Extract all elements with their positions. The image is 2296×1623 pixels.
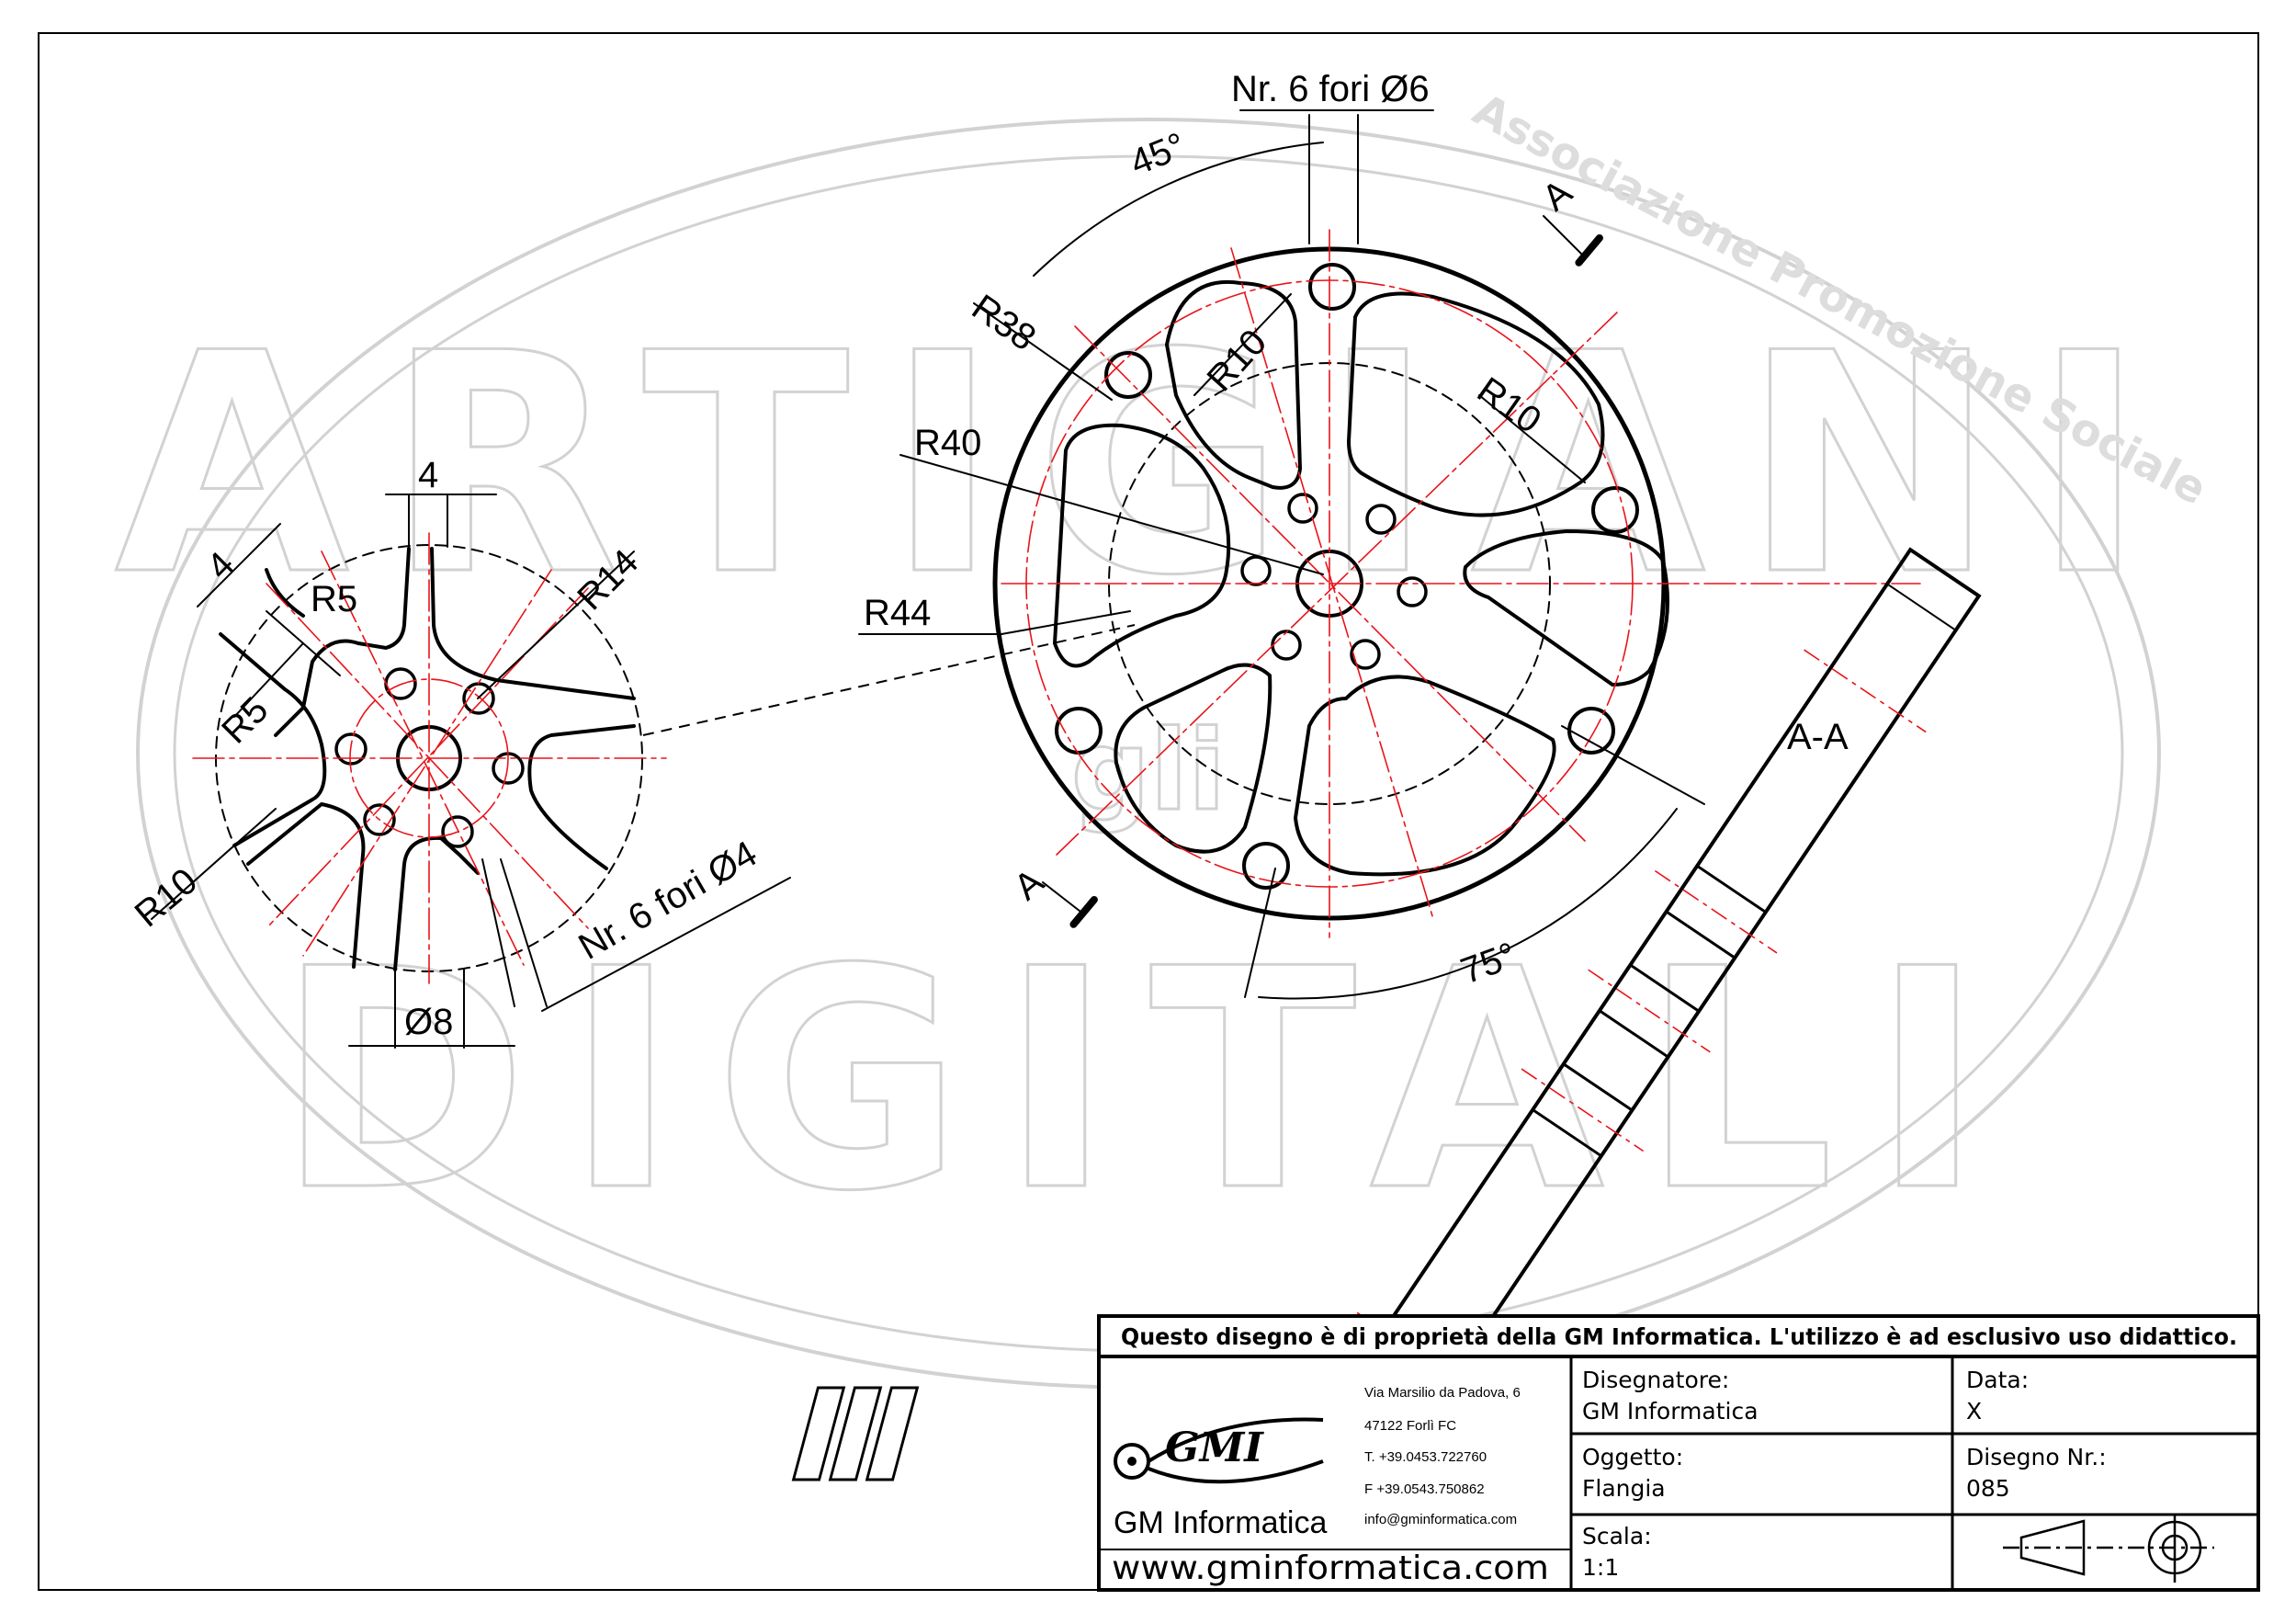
dim-holes-6: Nr. 6 fori Ø6 <box>1231 69 1430 109</box>
gmi-logo: GMI <box>791 1386 1324 1484</box>
dim-hub-8: Ø8 <box>404 1002 453 1042</box>
address-line-2: 47122 Forlì FC <box>1364 1418 1456 1434</box>
address-line-3: T. +39.0453.722760 <box>1364 1449 1487 1465</box>
address-line-1: Via Marsilio da Padova, 6 <box>1364 1385 1521 1401</box>
dim-angle-45: 45° <box>1125 125 1192 183</box>
object-value: Flangia <box>1582 1475 1666 1502</box>
projection-method-icon <box>2003 1515 2214 1583</box>
address-line-5: info@gminformatica.com <box>1364 1512 1517 1527</box>
object-label: Oggetto: <box>1582 1444 1683 1470</box>
watermark-bottom-word: DIGITALI <box>277 904 2020 1257</box>
section-mark-a-bottom: A <box>1007 861 1052 908</box>
designer-value: GM Informatica <box>1582 1398 1759 1424</box>
company-website: www.gminformatica.com <box>1112 1549 1549 1587</box>
title-block-notice: Questo disegno è di proprietà della GM I… <box>1121 1323 2237 1350</box>
drawing-number-label: Disegno Nr.: <box>1966 1444 2107 1470</box>
main-pockets <box>1052 279 1669 877</box>
date-value: X <box>1966 1398 1982 1424</box>
view-link-line <box>642 624 1136 736</box>
scale-value: 1:1 <box>1582 1554 1619 1581</box>
section-label: A-A <box>1787 717 1849 757</box>
watermark-middle-word: gli <box>1071 708 1226 835</box>
scale-label: Scala: <box>1582 1523 1652 1549</box>
dim-r40: R40 <box>914 423 981 463</box>
designer-label: Disegnatore: <box>1582 1367 1729 1393</box>
title-block: Questo disegno è di proprietà della GM I… <box>791 1314 2260 1592</box>
dim-width-4-top: 4 <box>418 455 438 495</box>
date-label: Data: <box>1966 1367 2029 1393</box>
company-name: GM Informatica <box>1114 1505 1327 1540</box>
gmi-logo-text: GMI <box>1165 1424 1264 1471</box>
drawing-number-value: 085 <box>1966 1475 2010 1502</box>
main-bolt-holes <box>1055 263 1639 890</box>
dim-r44: R44 <box>864 593 931 633</box>
address-line-4: F +39.0543.750862 <box>1364 1481 1485 1497</box>
dim-r5-top: R5 <box>311 579 357 619</box>
dim-r5-left: R5 <box>214 689 276 751</box>
